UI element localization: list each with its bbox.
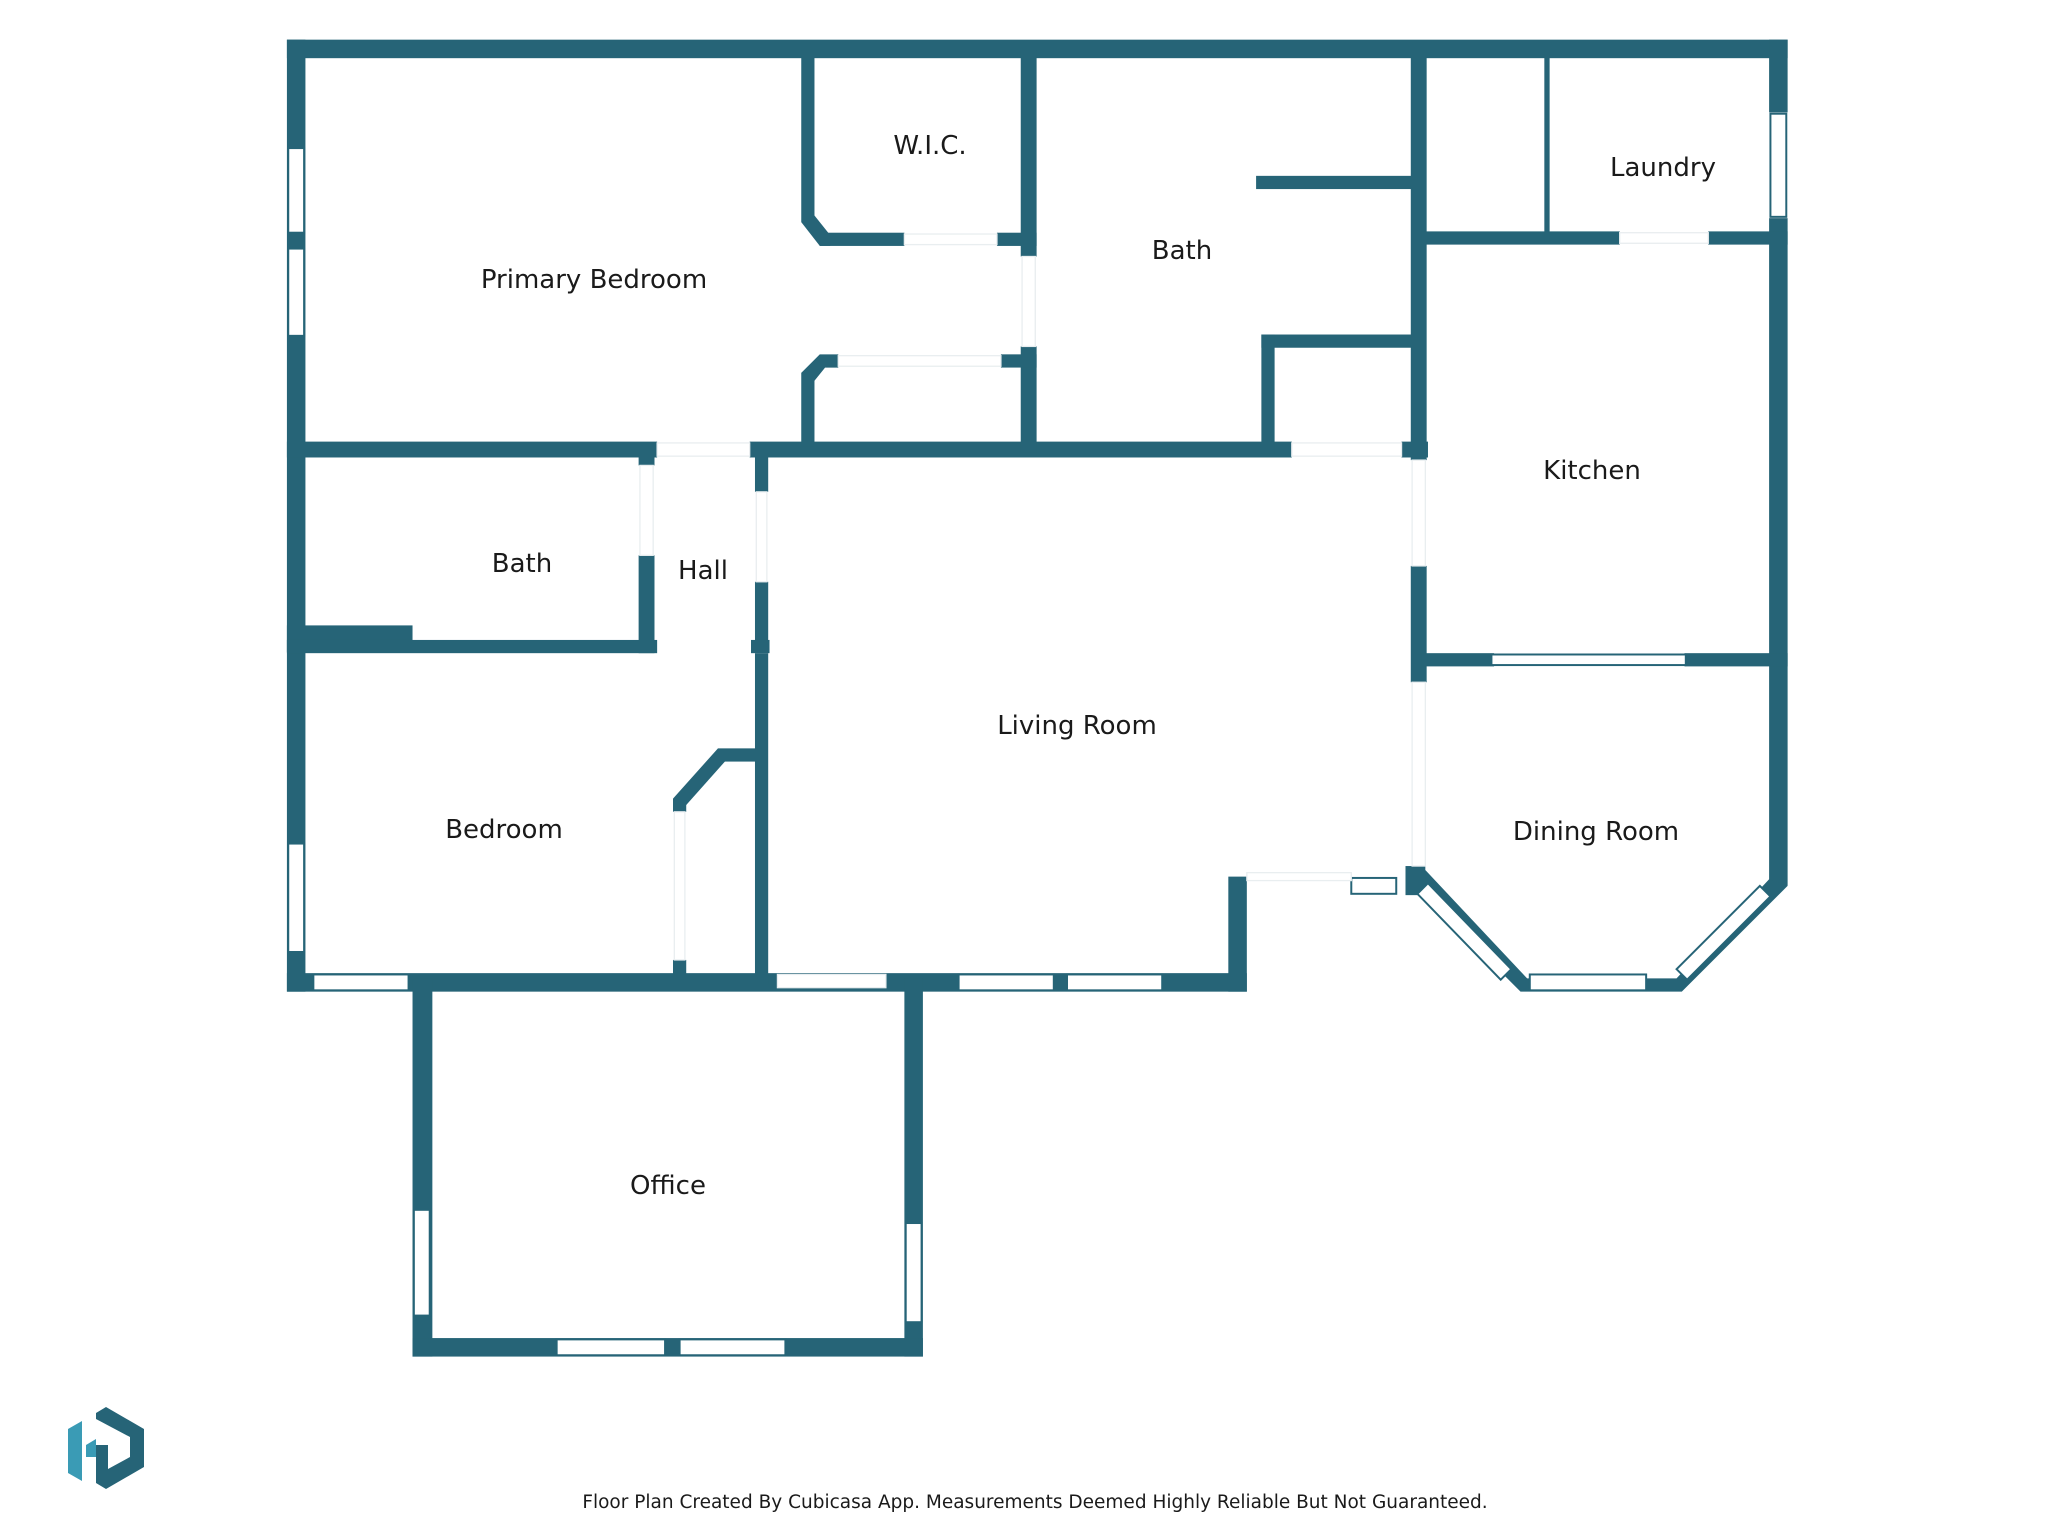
room-label-bedroom: Bedroom [445,815,563,845]
footer-disclaimer: Floor Plan Created By Cubicasa App. Meas… [582,1492,1487,1513]
room-label-bath-upper: Bath [1152,236,1212,266]
windows [287,112,1788,1357]
room-label-primary-bedroom: Primary Bedroom [481,265,707,295]
hexagon-logo-icon [68,1407,144,1489]
door-openings [639,232,1709,989]
room-label-hall: Hall [678,556,728,586]
room-label-office: Office [630,1171,706,1201]
walls [286,39,1788,1357]
room-label-bath-lower: Bath [492,549,552,579]
room-label-laundry: Laundry [1610,153,1716,183]
room-label-living-room: Living Room [997,711,1157,741]
room-label-kitchen: Kitchen [1543,456,1641,486]
room-label-wic: W.I.C. [893,131,966,161]
room-labels: Primary Bedroom W.I.C. Bath Laundry Kitc… [445,131,1716,1201]
room-label-dining-room: Dining Room [1513,817,1679,847]
